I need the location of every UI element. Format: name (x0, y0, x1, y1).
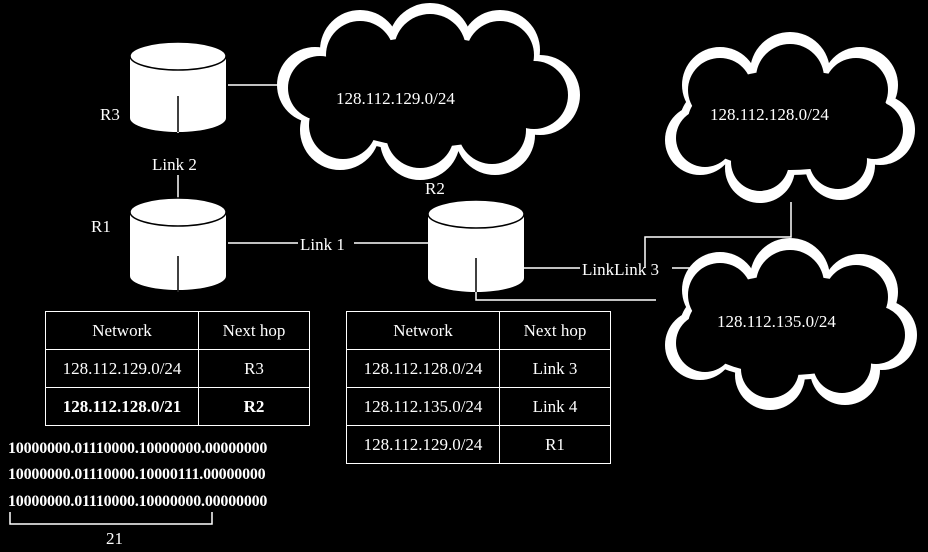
table-cell-network: 128.112.128.0/21 (45, 387, 199, 426)
table-header-row: Network Next hop (346, 311, 611, 350)
table-cell-next-hop: R1 (499, 425, 611, 464)
column-header-next-hop: Next hop (499, 311, 611, 350)
column-header-network: Network (346, 311, 500, 350)
router-label-r1: R1 (91, 217, 111, 236)
network-label-right-top: 128.112.128.0/24 (710, 105, 829, 124)
router-label-r3: R3 (100, 105, 120, 124)
network-label-right-bottom: 128.112.135.0/24 (717, 312, 836, 331)
table-cell-next-hop: R3 (198, 349, 310, 388)
cloud-interiors (288, 14, 905, 398)
router-r2 (427, 199, 525, 292)
binary-line-2: 10000000.01110000.10000111.00000000 (8, 466, 266, 483)
table-row: 128.112.135.0/24 Link 4 (346, 387, 611, 426)
column-header-next-hop: Next hop (198, 311, 310, 350)
routing-table-r2: Network Next hop 128.112.128.0/24 Link 3… (346, 311, 611, 464)
link-label-1: Link 1 (300, 235, 345, 254)
binary-line-1: 10000000.01110000.10000000.00000000 (8, 440, 268, 457)
prefix-bracket (9, 512, 213, 525)
column-header-network: Network (45, 311, 199, 350)
table-row: 128.112.128.0/21 R2 (45, 387, 310, 426)
table-cell-next-hop: Link 4 (499, 387, 611, 426)
prefix-length-label: 21 (106, 529, 123, 548)
router-label-r2: R2 (425, 179, 445, 198)
table-cell-network: 128.112.129.0/24 (346, 425, 500, 464)
link-label-2: Link 2 (152, 155, 197, 174)
binary-line-3: 10000000.01110000.10000000.00000000 (8, 493, 268, 510)
table-cell-network: 128.112.129.0/24 (45, 349, 199, 388)
table-cell-network: 128.112.128.0/24 (346, 349, 500, 388)
table-row: 128.112.128.0/24 Link 3 (346, 349, 611, 388)
table-cell-next-hop: Link 3 (499, 349, 611, 388)
router-r1 (129, 197, 227, 292)
table-row: 128.112.129.0/24 R1 (346, 425, 611, 464)
table-cell-network: 128.112.135.0/24 (346, 387, 500, 426)
table-row: 128.112.129.0/24 R3 (45, 349, 310, 388)
table-cell-next-hop: R2 (198, 387, 310, 426)
link-label-3: LinkLink 3 (582, 260, 659, 279)
table-header-row: Network Next hop (45, 311, 310, 350)
routing-table-r1: Network Next hop 128.112.129.0/24 R3 128… (45, 311, 310, 426)
network-label-top: 128.112.129.0/24 (336, 89, 455, 108)
router-r3 (129, 41, 227, 132)
link3-right-top (644, 202, 792, 268)
